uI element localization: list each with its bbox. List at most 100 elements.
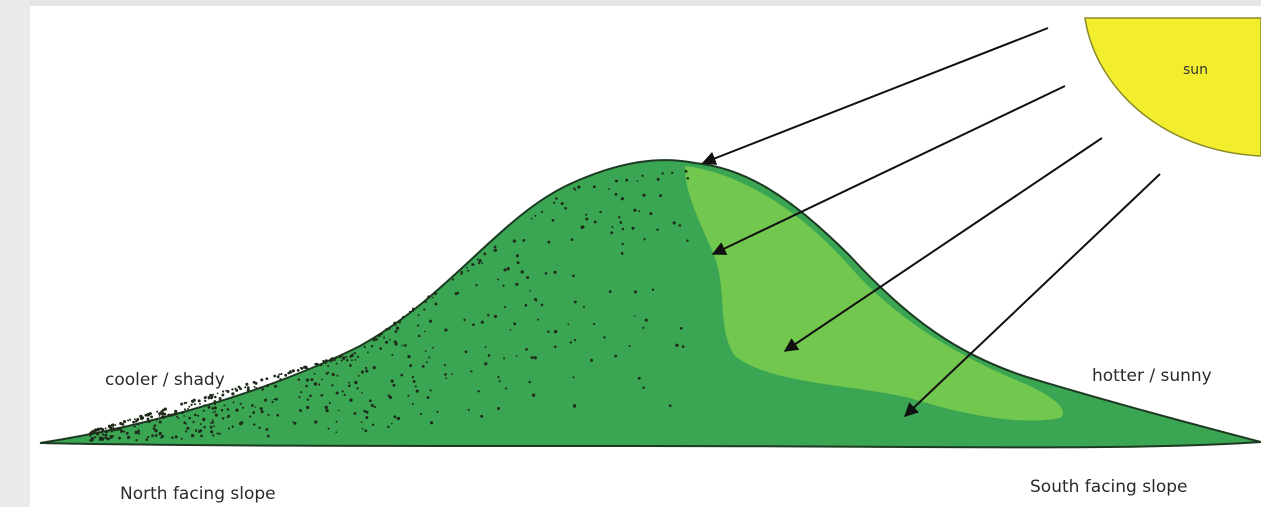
shade-dot [387,426,389,428]
shade-dot [641,175,643,177]
shade-dot [105,427,107,429]
shade-dot [103,434,105,436]
shade-dot [348,382,350,384]
shade-dot [307,399,309,401]
shade-dot [515,283,518,286]
shade-dot [146,413,149,416]
shade-dot [642,194,645,197]
shade-dot [631,227,634,230]
shade-dot [161,416,163,418]
shade-dot [194,403,196,405]
shade-dot [184,402,186,404]
shade-dot [534,356,537,359]
shade-dot [212,419,214,421]
shade-dot [685,170,688,173]
hill-shape [40,160,1261,447]
shade-dot [182,411,185,414]
shade-dot [675,344,678,347]
shade-dot [305,385,308,388]
shade-dot [279,378,281,380]
shade-dot [466,267,468,269]
shade-dot [349,364,351,366]
shade-dot [89,435,91,437]
shade-dot [249,416,251,418]
shade-dot [228,427,230,429]
shade-dot [590,359,593,362]
shade-dot [329,402,331,404]
shade-dot [513,239,516,242]
frame-left-border [0,0,30,507]
shade-dot [155,418,157,420]
shade-dot [195,430,197,432]
shade-dot [444,364,446,366]
shade-dot [298,378,301,381]
shade-dot [336,421,338,423]
shade-dot [109,427,112,430]
shade-dot [185,423,187,425]
shade-dot [357,356,359,358]
shade-dot [336,391,339,394]
shade-dot [547,241,550,244]
shade-dot [353,412,356,415]
shade-dot [398,321,401,324]
shade-dot [679,224,682,227]
shade-dot [94,436,96,438]
shade-dot [186,427,189,430]
shade-dot [208,406,211,409]
shade-dot [521,270,524,273]
shade-dot [271,401,273,403]
shade-dot [622,228,624,230]
shade-dot [483,252,486,255]
shade-dot [158,412,161,415]
shade-dot [342,356,345,359]
shade-dot [585,214,587,216]
shade-dot [335,431,337,433]
shade-dot [378,335,381,338]
shade-dot [254,406,256,408]
shade-dot [373,338,376,341]
shade-dot [212,434,214,436]
shade-dot [503,268,506,271]
shade-dot [198,399,201,402]
shade-dot [481,262,483,264]
shade-dot [244,386,246,388]
shade-dot [351,359,353,361]
shade-dot [610,231,613,234]
shade-dot [261,388,264,391]
shade-dot [297,369,300,372]
shade-dot [214,400,217,403]
shade-dot [190,404,192,406]
shade-dot [571,238,574,241]
shade-dot [364,429,367,432]
shade-dot [391,354,393,356]
shade-dot [280,373,282,375]
shade-dot [625,179,628,182]
shade-dot [99,436,102,439]
shade-dot [184,408,186,410]
shade-dot [365,416,368,419]
shade-dot [260,407,263,410]
shade-dot [531,218,533,220]
shade-dot [227,417,229,419]
shade-dot [332,373,335,376]
shade-dot [223,404,225,406]
shade-dot [420,413,422,415]
shade-dot [424,331,426,333]
shade-dot [134,418,136,420]
shade-dot [423,308,425,310]
shade-dot [354,381,357,384]
shade-dot [564,207,567,210]
shade-dot [126,432,129,435]
shade-dot [307,368,309,370]
shade-dot [310,378,313,381]
shade-dot [123,420,126,423]
shade-dot [175,412,177,414]
shade-dot [234,388,236,390]
shade-dot [325,409,328,412]
shade-dot [573,406,575,408]
shade-dot [349,398,352,401]
shade-dot [222,417,224,419]
shade-dot [525,348,528,351]
shade-dot [188,417,191,420]
shade-dot [211,396,213,398]
